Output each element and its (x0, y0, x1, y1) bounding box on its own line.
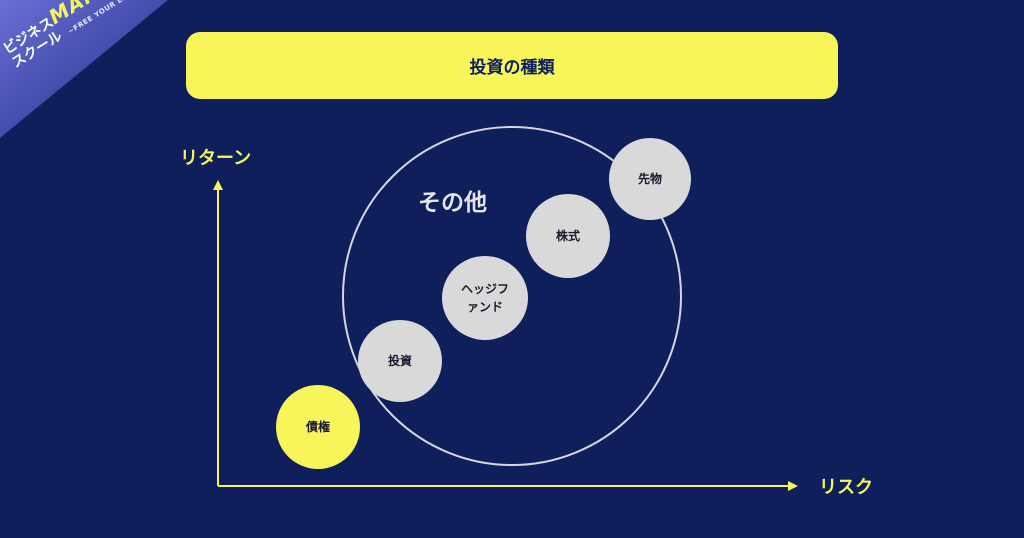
bond-bubble: 債権 (276, 385, 360, 469)
y-axis-arrow (213, 180, 223, 486)
x-axis-label: リスク (819, 477, 873, 498)
hedge-fund-label: ヘッジフ ァンド (460, 282, 509, 314)
futures-label: 先物 (637, 172, 662, 186)
bond-label: 債権 (305, 420, 330, 434)
x-axis-arrow (218, 481, 798, 491)
futures-bubble: 先物 (609, 138, 691, 220)
title-bar: 投資の種類 (186, 32, 838, 99)
other-group-label: その他 (418, 190, 487, 216)
other-group-outline (342, 126, 682, 466)
investment-bubble: 投資 (358, 320, 442, 402)
stock-label: 株式 (555, 229, 580, 243)
y-axis-label: リターン (180, 148, 252, 169)
page-title: 投資の種類 (469, 58, 555, 78)
stock-bubble: 株式 (526, 194, 610, 278)
hedge-fund-bubble: ヘッジフ ァンド (442, 256, 528, 340)
investment-label: 投資 (387, 354, 412, 368)
